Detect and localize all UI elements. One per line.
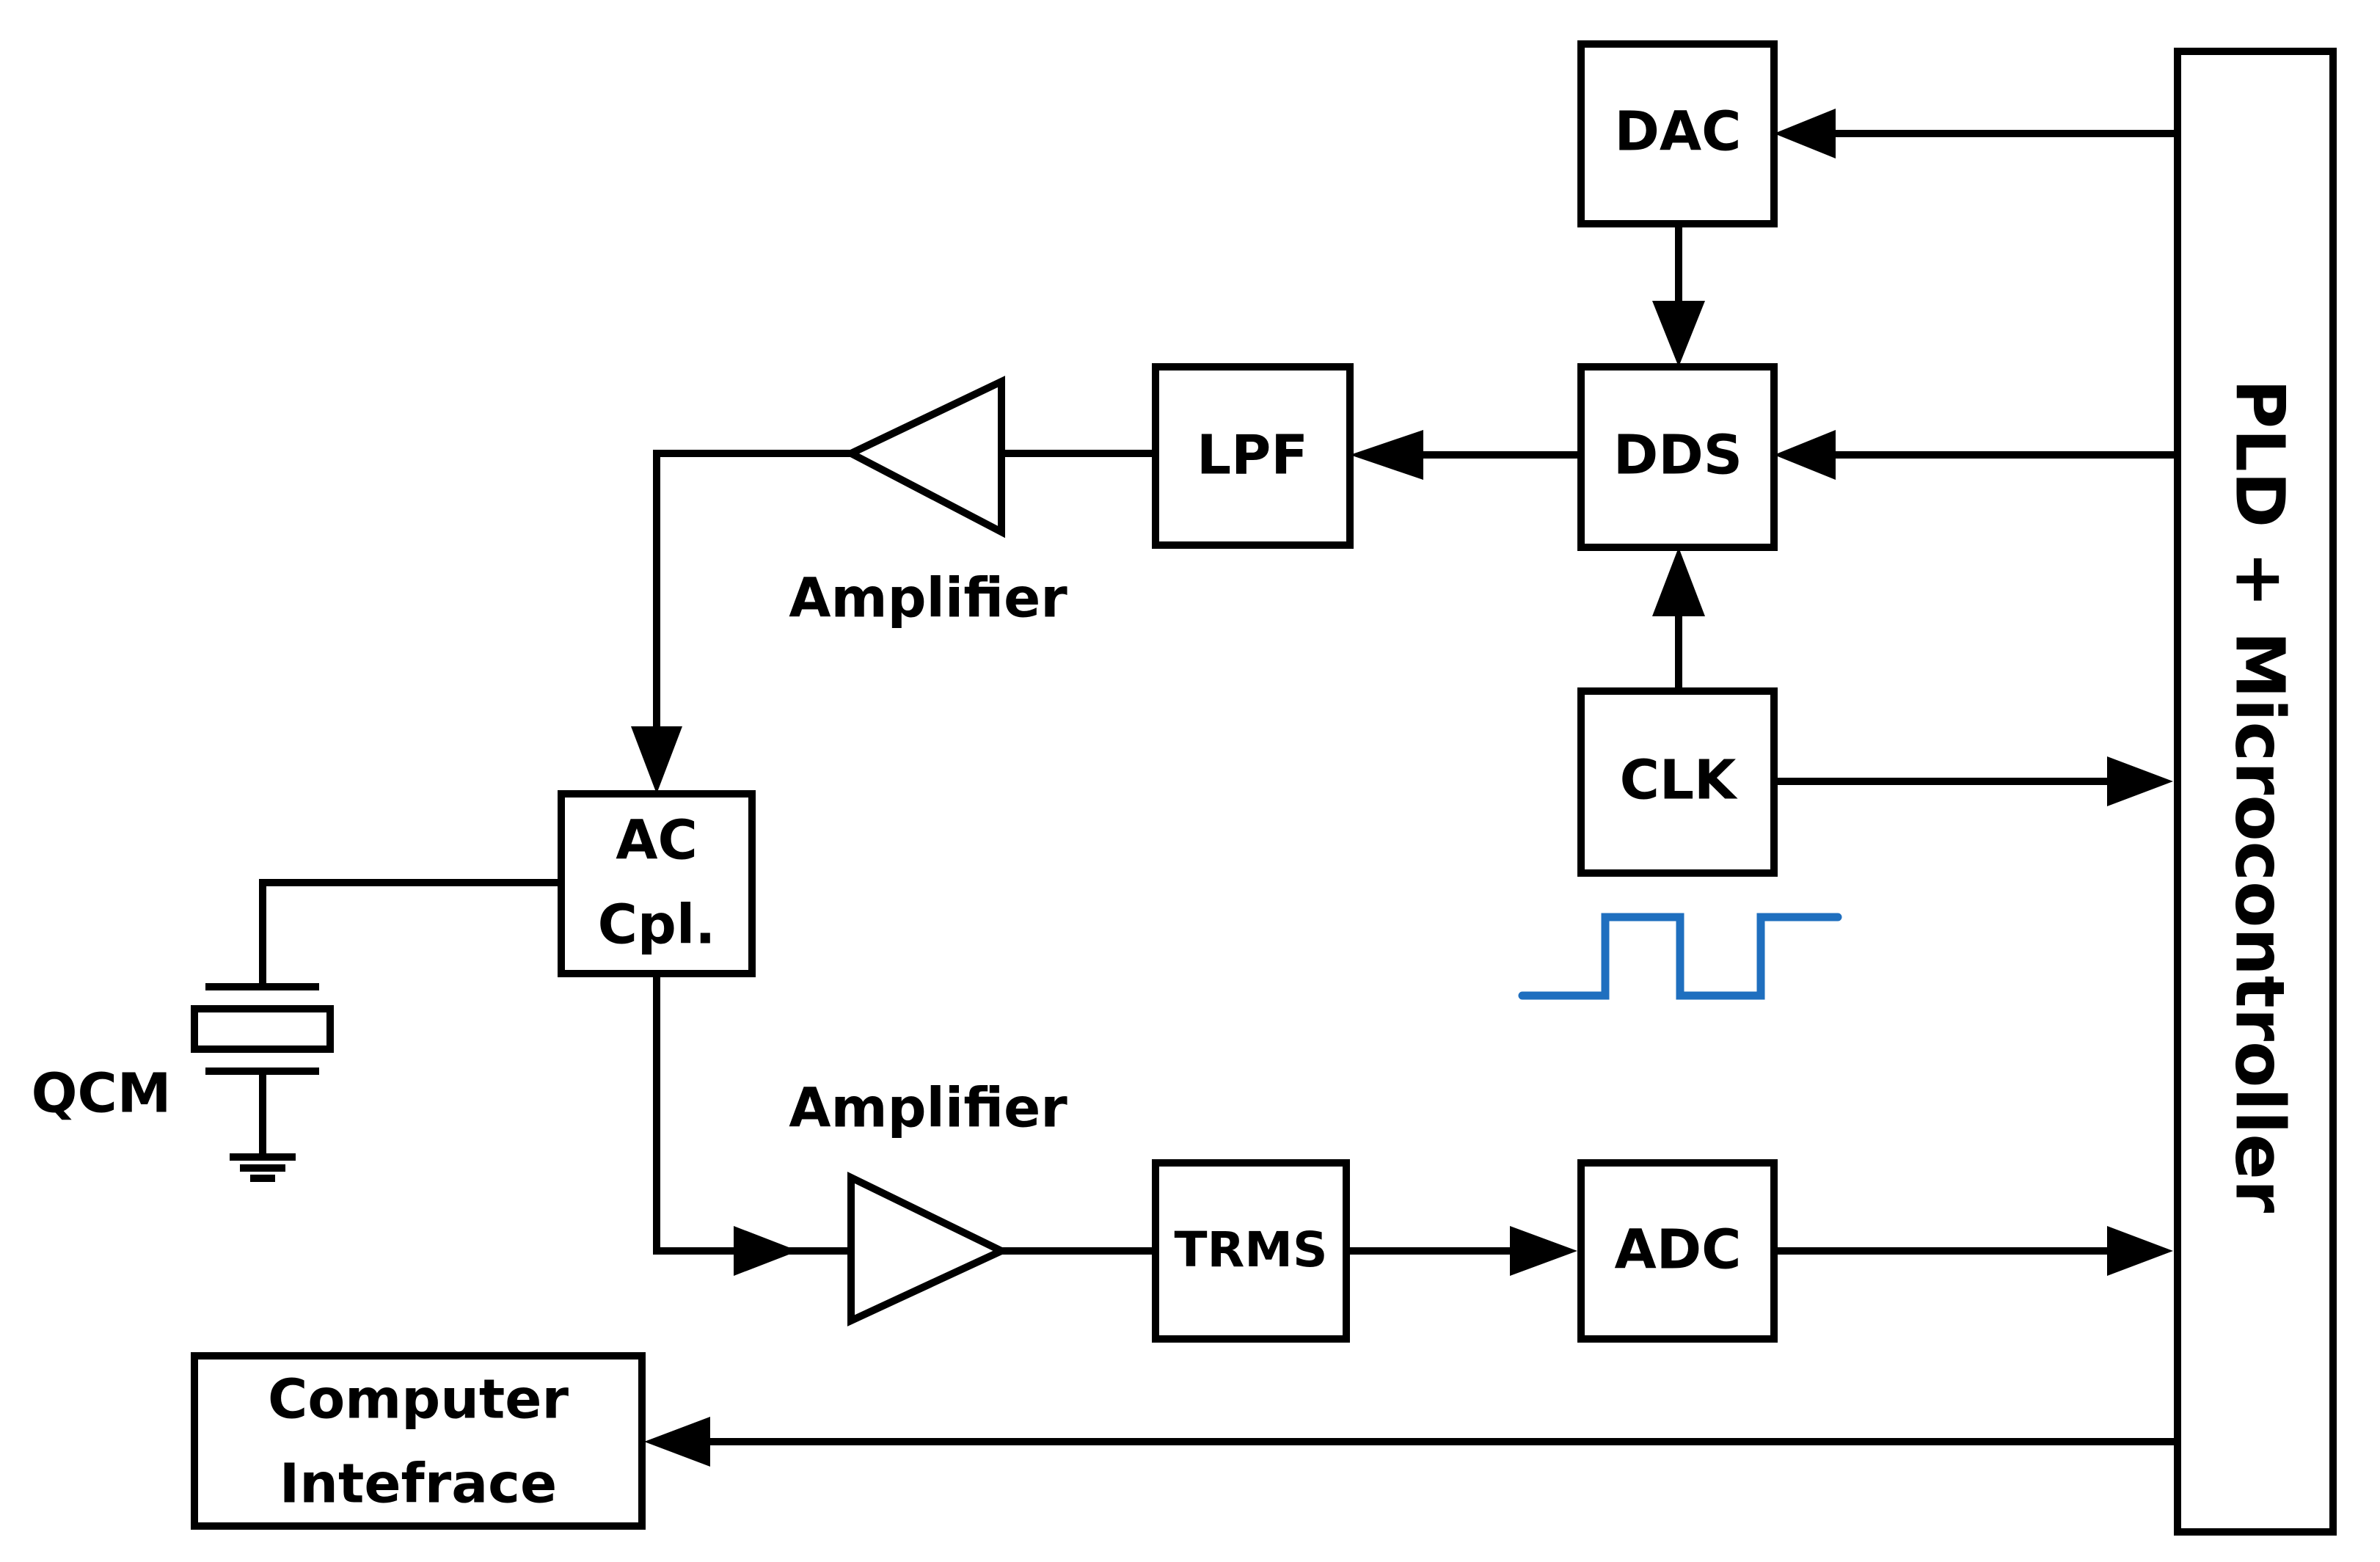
arrowhead-into-lpf	[1350, 430, 1423, 480]
block-dds: DDS	[1577, 363, 1778, 551]
pld-microcontroller-box	[2174, 48, 2337, 1536]
qcm-crystal-body	[191, 1005, 334, 1053]
computer-interface-label-line1: Computer	[268, 1368, 569, 1431]
arrowhead-into-pld-from-adc	[2107, 1226, 2173, 1276]
trms-box	[1152, 1159, 1350, 1343]
block-computer-interface: Computer Intefrace	[191, 1352, 646, 1530]
pld-microcontroller-label: PLD + Microcontroller	[2221, 379, 2299, 1214]
block-trms: TRMS	[1152, 1159, 1350, 1343]
lpf-box	[1152, 363, 1354, 549]
arrowhead-into-dac	[1774, 109, 1836, 158]
qcm-crystal-symbol	[191, 983, 334, 1075]
block-pld-microcontroller: PLD + Microcontroller	[2174, 48, 2337, 1536]
arrowhead-into-ac-coupler	[631, 726, 682, 794]
ac-coupler-label-line2: Cpl.	[598, 894, 716, 957]
arrowhead-into-pld-from-clk	[2107, 756, 2173, 806]
arrowheads	[631, 109, 2173, 1467]
amplifier-top-symbol	[842, 376, 1005, 539]
wire-amplifier-to-ac-coupler	[653, 450, 855, 737]
amplifier-bottom	[847, 1171, 1010, 1326]
dds-box	[1577, 363, 1778, 551]
computer-interface-label-line2: Intefrace	[280, 1453, 557, 1516]
clk-label: CLK	[1620, 749, 1738, 812]
block-dac: DAC	[1577, 40, 1778, 227]
dac-label: DAC	[1614, 101, 1741, 164]
block-lpf: LPF	[1152, 363, 1354, 549]
amplifier-top	[842, 376, 1005, 539]
clock-square-wave-icon	[1518, 913, 1842, 1000]
trms-label: TRMS	[1174, 1222, 1327, 1278]
ac-coupler-label-line1: AC	[616, 809, 698, 872]
block-ac-coupler: AC Cpl.	[558, 790, 756, 977]
block-adc: ADC	[1577, 1159, 1778, 1343]
qcm-label: QCM	[32, 1062, 172, 1125]
amplifier-bottom-label: Amplifier	[789, 1077, 1067, 1140]
dds-label: DDS	[1613, 424, 1742, 487]
ground-icon	[230, 1153, 296, 1182]
block-clk: CLK	[1577, 687, 1778, 877]
wire-ac-coupler-to-amplifier	[653, 974, 745, 1255]
dac-box	[1577, 40, 1778, 227]
wire-qcm-to-ac-coupler	[259, 879, 563, 987]
wires	[259, 130, 2175, 1445]
arrowhead-into-computer-interface	[644, 1417, 710, 1467]
amplifier-bottom-symbol	[847, 1171, 1010, 1326]
adc-box	[1577, 1159, 1778, 1343]
amplifier-top-label: Amplifier	[789, 567, 1067, 630]
arrowhead-into-dds-top	[1652, 301, 1705, 367]
clk-box	[1577, 687, 1778, 877]
arrowhead-into-amplifier-bottom	[734, 1226, 798, 1276]
arrowhead-into-adc	[1510, 1226, 1577, 1276]
ac-coupler-box	[558, 790, 756, 977]
arrowhead-into-dds-right	[1774, 430, 1836, 480]
computer-interface-box	[191, 1352, 646, 1530]
arrowhead-into-dds-bottom	[1652, 547, 1705, 616]
lpf-label: LPF	[1197, 424, 1308, 487]
adc-label: ADC	[1614, 1219, 1741, 1282]
